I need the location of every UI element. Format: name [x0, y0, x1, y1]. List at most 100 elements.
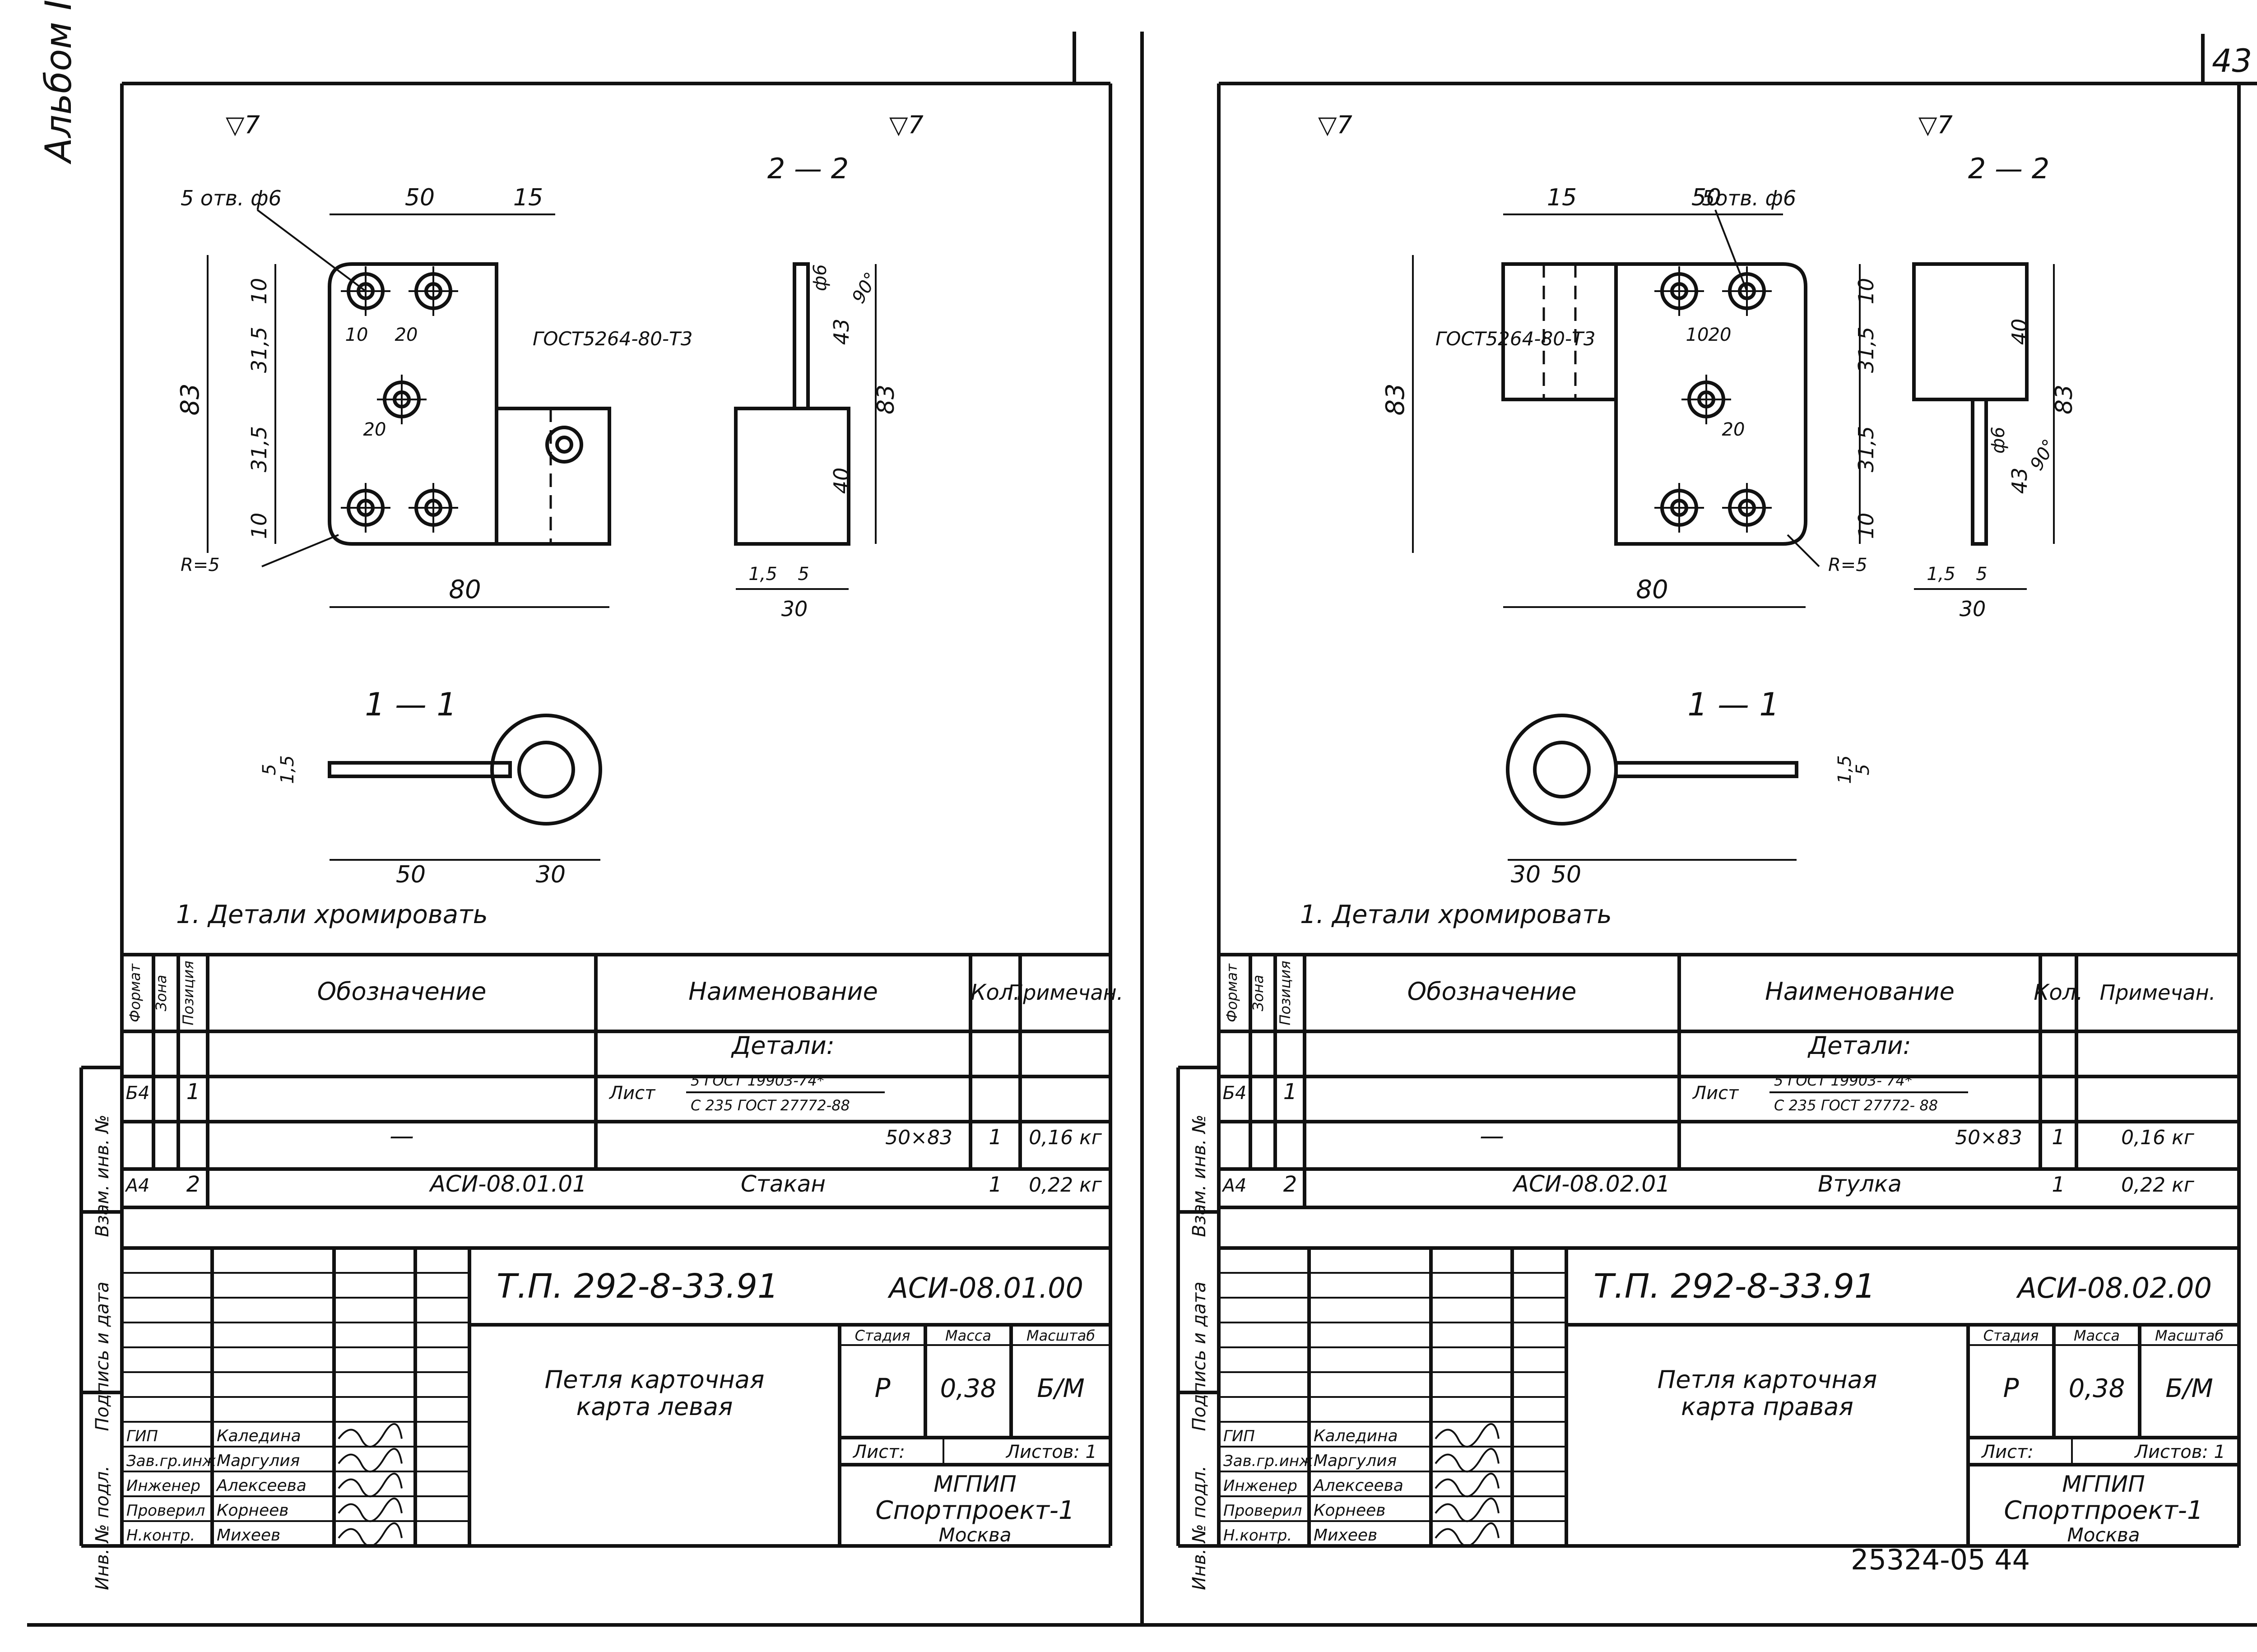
sec1-5: 5	[1853, 764, 1873, 775]
spec-r2-note: 0,16 кг	[1029, 1126, 1102, 1149]
binder-label: Подпись и дата	[1189, 1281, 1210, 1431]
tb-person: Корнеев	[1314, 1501, 1386, 1520]
tb-stage-h: Стадия	[1983, 1327, 2039, 1344]
sleeve-outline	[1501, 262, 1618, 401]
roughness-symbol: ▽7	[226, 111, 260, 139]
tb-stage: Р	[2003, 1373, 2019, 1403]
tb-mass: 0,38	[2069, 1374, 2125, 1403]
sec2-5-label: 5	[1976, 564, 1987, 585]
tb-person: Каледина	[1314, 1427, 1398, 1445]
spec-r3-pos: 2	[186, 1172, 200, 1197]
tb-role: ГИП	[126, 1427, 158, 1445]
section-2-title: 2 — 2	[1968, 152, 2049, 185]
sec1-15: 1,5	[277, 755, 298, 784]
sec1-ring-inner	[517, 741, 575, 798]
sec2-angle: 90°	[848, 269, 882, 307]
signature	[1435, 1473, 1500, 1498]
tb-role: Инженер	[1223, 1477, 1297, 1495]
weld-callout: ГОСТ5264-80-Т3	[1435, 328, 1595, 350]
spec-r3-note: 0,22 кг	[1029, 1174, 1102, 1197]
holes-callout: 5 отв. ф6	[181, 186, 282, 210]
dim-15-label: 15	[1547, 184, 1577, 211]
general-note: 1. Детали хромировать	[1300, 900, 1612, 929]
dim-83-label: 83	[176, 383, 205, 415]
holes-leader	[1714, 209, 1748, 292]
sec2-plate	[793, 262, 810, 410]
spec-r3-qty: 1	[2052, 1172, 2065, 1197]
radius-callout: R=5	[1828, 555, 1867, 575]
tb-name-2: карта левая	[576, 1392, 733, 1421]
spec-h-zone: Зона	[153, 975, 170, 1012]
spec-r3-qty: 1	[989, 1172, 1002, 1197]
dim-50-label: 50	[405, 184, 435, 211]
spec-r3-note: 0,22 кг	[2121, 1174, 2195, 1197]
signature	[338, 1522, 403, 1547]
sec2-sleeve	[734, 407, 850, 546]
spec-r3-name: Стакан	[741, 1171, 826, 1197]
tb-person: Алексеева	[216, 1476, 307, 1495]
tb-person: Михеев	[1314, 1526, 1377, 1545]
archive-number: 25324-05 44	[1851, 1543, 2030, 1576]
spec-r2-designation: —	[390, 1122, 414, 1150]
sec2-30-label: 30	[1960, 597, 1986, 621]
tb-person: Маргулия	[217, 1452, 300, 1470]
roughness-symbol-2: ▽7	[1918, 111, 1953, 139]
sec1-plate	[328, 761, 512, 778]
tb-scale: Б/М	[1037, 1374, 1085, 1403]
tb-role: Проверил	[126, 1502, 205, 1520]
tb-project: Т.П. 292-8-33.91	[1593, 1267, 1876, 1306]
dim-chain-label: 10	[247, 278, 271, 305]
signature	[338, 1498, 403, 1522]
spec-r3-format: А4	[1221, 1175, 1247, 1196]
spec-r1-prefix: Лист	[608, 1083, 656, 1104]
spec-r1-pos: 1	[186, 1079, 200, 1104]
sec2-43-label: 43	[829, 319, 854, 345]
weld-callout: ГОСТ5264-80-Т3	[533, 328, 692, 350]
signature	[1435, 1498, 1500, 1522]
tb-person: Алексеева	[1313, 1476, 1403, 1495]
spec-r2-qty: 1	[2052, 1125, 2065, 1149]
sec2-phi6: ф6	[1988, 427, 2009, 454]
binder-label: Подпись и дата	[92, 1281, 113, 1431]
spec-section: Детали:	[1807, 1031, 1911, 1060]
dim-50-label: 50	[1691, 184, 1721, 211]
sec1-15: 1,5	[1834, 755, 1855, 784]
tb-project: Т.П. 292-8-33.91	[497, 1267, 779, 1306]
sec1-30: 30	[536, 861, 566, 888]
spec-r1-material-b: С 235 ГОСТ 27772- 88	[1774, 1097, 1938, 1114]
dim-15-label: 15	[513, 184, 543, 211]
signature	[338, 1448, 403, 1473]
roughness-symbol: ▽7	[1318, 111, 1352, 139]
spec-r1-prefix: Лист	[1692, 1083, 1739, 1104]
sec2-43-label: 43	[2007, 468, 2032, 494]
binder-label: Взам. инв. №	[1189, 1114, 1210, 1237]
spec-r3-format: А4	[125, 1175, 150, 1196]
tb-org3: Москва	[2067, 1524, 2140, 1546]
dim-83-label: 83	[1381, 383, 1410, 415]
section-1-title: 1 — 1	[1687, 686, 1779, 723]
tb-org1: МГПИП	[2062, 1471, 2145, 1497]
spec-h-name: Наименование	[1765, 977, 1955, 1006]
sec1-50: 50	[1551, 861, 1581, 888]
sec1-ring-inner	[1533, 741, 1591, 798]
spec-h-note: Примечан.	[2100, 980, 2216, 1005]
spec-section: Детали:	[731, 1031, 835, 1060]
spec-h-pos: Позиция	[1277, 961, 1294, 1025]
tb-mass: 0,38	[940, 1374, 997, 1403]
spec-r1-format: Б4	[1223, 1083, 1247, 1104]
dim-chain-label: 10	[247, 513, 271, 539]
section-1-title: 1 — 1	[365, 686, 457, 723]
page-number: 43	[2212, 42, 2252, 79]
dim-20b-label: 20	[363, 419, 386, 440]
sec2-83-label: 83	[2051, 385, 2078, 414]
tb-person: Михеев	[217, 1526, 280, 1545]
signature	[1435, 1448, 1500, 1473]
tb-name-1: Петля карточная	[545, 1365, 765, 1394]
binder-label: Взам. инв. №	[92, 1114, 113, 1237]
spec-h-format: Формат	[1223, 963, 1240, 1022]
dim-chain-label: 31,5	[247, 426, 271, 472]
spec-r2-qty: 1	[989, 1125, 1002, 1149]
dim-80-label: 80	[449, 575, 481, 604]
dim-chain-label: 31,5	[247, 327, 271, 373]
